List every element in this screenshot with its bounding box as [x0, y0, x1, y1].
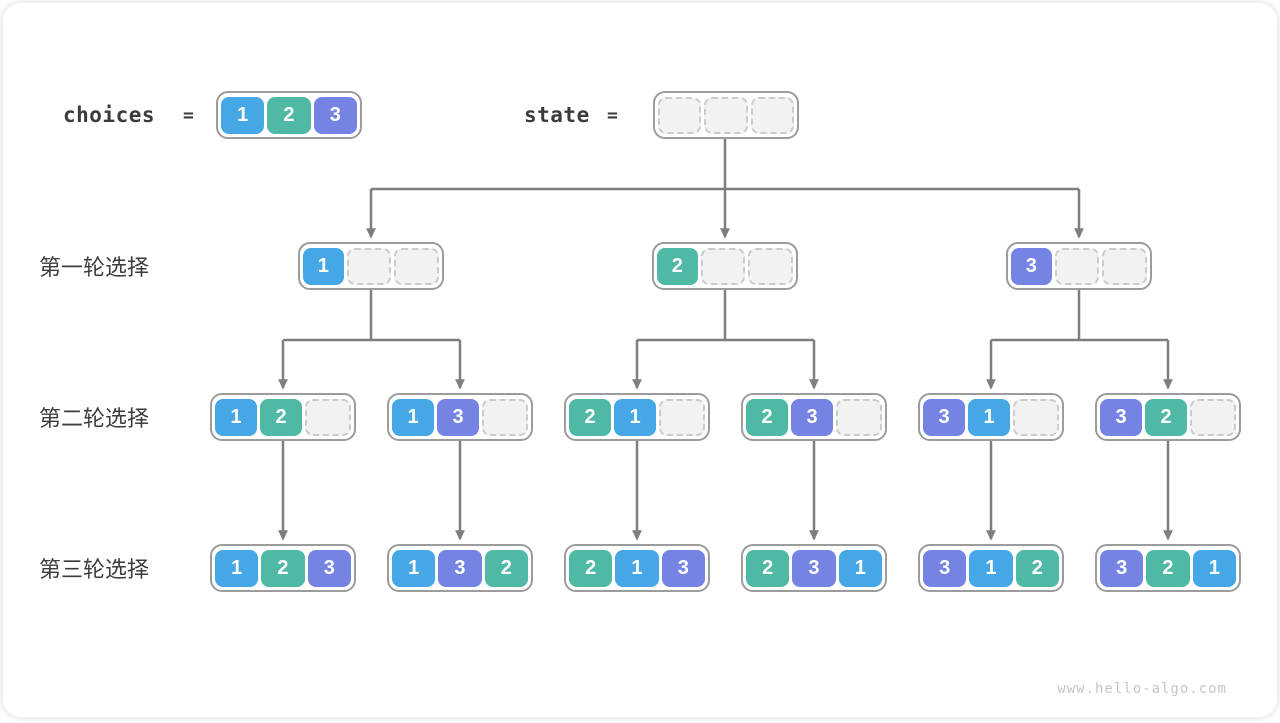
empty-slot — [748, 247, 794, 285]
value-cell-2: 2 — [260, 398, 302, 436]
value-cell-3: 3 — [791, 398, 833, 436]
value-cell-3: 3 — [1100, 398, 1142, 436]
state-array — [653, 91, 799, 139]
value-cell-1: 1 — [614, 398, 656, 436]
row-label-round-1: 第一轮选择 — [39, 255, 150, 280]
empty-slot — [704, 96, 748, 134]
state-equals-sign: = — [607, 104, 618, 126]
value-cell-3: 3 — [313, 96, 357, 134]
value-cell-2: 2 — [746, 549, 790, 587]
value-cell-3: 3 — [437, 398, 479, 436]
empty-slot — [700, 247, 746, 285]
tree-connectors — [278, 139, 1173, 541]
empty-slot — [658, 96, 702, 134]
row-label-round-2: 第二轮选择 — [39, 406, 150, 431]
value-cell-3: 3 — [1100, 549, 1144, 587]
value-cell-2: 2 — [569, 549, 613, 587]
value-cell-2: 2 — [569, 398, 611, 436]
value-cell-2: 2 — [657, 247, 698, 285]
value-cell-2: 2 — [484, 549, 528, 587]
empty-slot — [346, 247, 392, 285]
watermark: www.hello-algo.com — [1057, 681, 1227, 697]
value-cell-1: 1 — [303, 247, 344, 285]
choices-label: choices — [63, 103, 156, 127]
value-cell-1: 1 — [221, 96, 265, 134]
value-cell-2: 2 — [1145, 398, 1187, 436]
empty-slot — [1013, 398, 1059, 436]
value-cell-2: 2 — [267, 96, 311, 134]
empty-slot — [394, 247, 440, 285]
value-cell-1: 1 — [215, 398, 257, 436]
value-cell-1: 1 — [838, 549, 882, 587]
value-cell-1: 1 — [969, 549, 1013, 587]
value-cell-3: 3 — [1011, 247, 1052, 285]
choices-equals-sign: = — [183, 104, 194, 126]
empty-slot — [750, 96, 794, 134]
empty-slot — [305, 398, 351, 436]
value-cell-3: 3 — [923, 398, 965, 436]
empty-slot — [659, 398, 705, 436]
value-cell-3: 3 — [792, 549, 836, 587]
empty-slot — [836, 398, 882, 436]
value-cell-3: 3 — [661, 549, 705, 587]
empty-slot — [1102, 247, 1148, 285]
value-cell-2: 2 — [746, 398, 788, 436]
value-cell-3: 3 — [438, 549, 482, 587]
value-cell-3: 3 — [923, 549, 967, 587]
row-label-round-3: 第三轮选择 — [39, 557, 150, 582]
array-node-round1-2: 2 — [652, 242, 798, 290]
value-cell-1: 1 — [392, 398, 434, 436]
state-label: state — [524, 103, 590, 127]
empty-slot — [1190, 398, 1236, 436]
array-node-round1-3: 3 — [1006, 242, 1152, 290]
value-cell-1: 1 — [1192, 549, 1236, 587]
value-cell-1: 1 — [968, 398, 1010, 436]
value-cell-2: 2 — [1015, 549, 1059, 587]
value-cell-2: 2 — [1146, 549, 1190, 587]
value-cell-3: 3 — [307, 549, 351, 587]
value-cell-1: 1 — [215, 549, 259, 587]
value-cell-1: 1 — [615, 549, 659, 587]
empty-slot — [482, 398, 528, 436]
value-cell-2: 2 — [261, 549, 305, 587]
array-node-round1-1: 1 — [298, 242, 444, 290]
value-cell-1: 1 — [392, 549, 436, 587]
empty-slot — [1054, 247, 1100, 285]
